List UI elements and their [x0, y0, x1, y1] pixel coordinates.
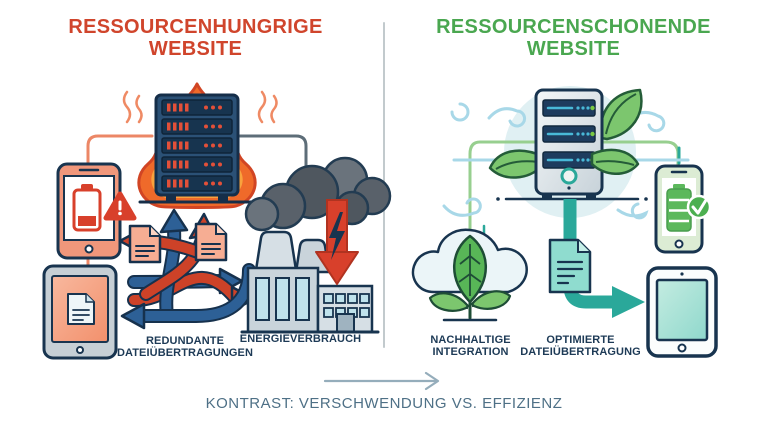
file-document-icon [128, 224, 162, 264]
label-energy-consumption: ENERGIEVERBRAUCH [228, 333, 373, 345]
warning-triangle-icon [103, 191, 137, 221]
right-title-line1: RESSOURCENSCHONENDE [436, 16, 711, 38]
label-redundant-transfers: REDUNDANTE DATEIÜBERTRAGUNGEN [105, 335, 265, 359]
check-badge-icon [686, 194, 712, 220]
leaf-icon [590, 148, 640, 175]
low-battery-icon [72, 184, 102, 232]
footer-caption: KONTRAST: VERSCHWENDUNG VS. EFFIZIENZ [205, 395, 563, 412]
label-redundant-line2: DATEIÜBERTRAGUNGEN [116, 347, 254, 360]
label-energy-text: ENERGIEVERBRAUCH [239, 333, 362, 345]
label-sustainable-line2: INTEGRATION [432, 346, 509, 359]
label-optimized-transfer: OPTIMIERTE DATEIÜBERTRAGUNG [503, 334, 658, 358]
left-title: RESSOURCENHUNGRIGE WEBSITE [38, 16, 353, 60]
right-title: RESSOURCENSCHONENDE WEBSITE [416, 16, 731, 60]
overloaded-tablet-icon [42, 264, 118, 360]
full-battery-phone-icon [654, 164, 712, 254]
file-document-icon [194, 222, 228, 262]
cloud-plant-icon [411, 228, 528, 322]
label-redundant-line1: REDUNDANTE [146, 335, 224, 347]
label-sustainable-line1: NACHHALTIGE [430, 334, 511, 346]
lightning-bolt-icon [329, 212, 345, 260]
burning-server-icon [122, 82, 278, 209]
left-title-line1: RESSOURCENHUNGRIGE [68, 16, 323, 38]
factory-icon [240, 156, 392, 334]
heat-waves-icon [122, 90, 278, 124]
smoke-cloud-icon [244, 156, 392, 232]
file-document-icon [67, 293, 95, 325]
right-connector-line [238, 134, 308, 178]
clean-tablet-icon [646, 266, 718, 358]
left-title-line2: WEBSITE [148, 37, 243, 60]
label-optimized-line1: OPTIMIERTE [546, 334, 615, 346]
low-battery-phone-icon [56, 162, 137, 260]
right-title-line2: WEBSITE [526, 37, 621, 60]
server-slots [161, 99, 233, 192]
left-connector-line [86, 134, 154, 164]
optimized-file-icon [548, 238, 592, 294]
eco-server-icon [496, 88, 648, 201]
label-optimized-line2: DATEIÜBERTRAGUNG [520, 346, 641, 359]
right-arrow-icon [323, 371, 440, 391]
energy-drain-arrow-icon [315, 199, 359, 285]
label-sustainable-integration: NACHHALTIGE INTEGRATION [398, 334, 543, 358]
